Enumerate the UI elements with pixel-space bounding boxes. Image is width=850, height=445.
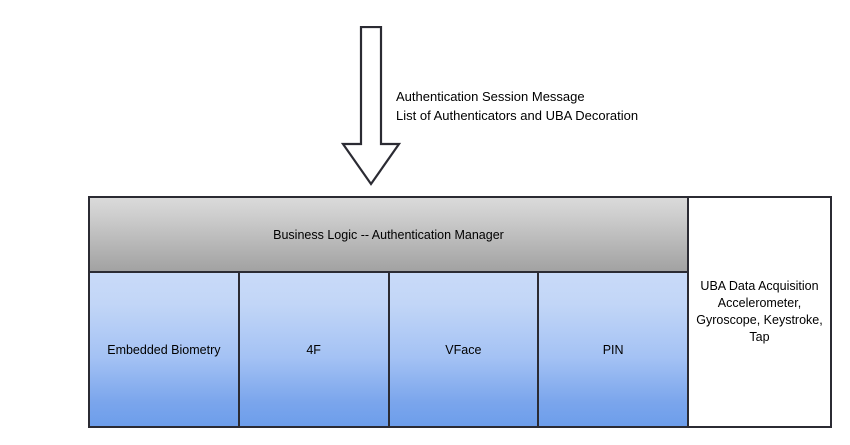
uba-label-line-2: Accelerometer, <box>717 296 802 310</box>
uba-label-line-3: Gyroscope, Keystroke, <box>696 313 823 327</box>
uba-data-acquisition-panel: UBA Data Acquisition Accelerometer, Gyro… <box>689 198 830 426</box>
uba-label-line-1: UBA Data Acquisition <box>700 279 819 293</box>
authenticator-cell-pin: PIN <box>539 273 687 426</box>
authenticator-cell-vface: VFace <box>389 273 540 426</box>
authenticator-label: VFace <box>445 342 482 357</box>
arrow-annotation-line-1: Authentication Session Message <box>396 89 585 104</box>
authenticator-label: PIN <box>602 342 624 357</box>
authenticator-cell-4f: 4F <box>239 273 390 426</box>
authenticator-row: Embedded Biometry 4F VFace PIN <box>90 273 687 426</box>
arrow-annotation: Authentication Session Message List of A… <box>396 87 638 125</box>
uba-panel-label: UBA Data Acquisition Accelerometer, Gyro… <box>690 278 828 346</box>
authenticator-label: Embedded Biometry <box>107 342 221 357</box>
authentication-stack: Business Logic -- Authentication Manager… <box>90 198 689 426</box>
authenticator-cell-embedded-biometry: Embedded Biometry <box>90 273 240 426</box>
downward-arrow-icon <box>340 26 402 186</box>
authenticator-label: 4F <box>306 342 321 357</box>
business-logic-label: Business Logic -- Authentication Manager <box>273 227 504 242</box>
uba-label-line-4: Tap <box>749 330 770 344</box>
business-logic-band: Business Logic -- Authentication Manager <box>90 198 687 273</box>
architecture-block-diagram: Business Logic -- Authentication Manager… <box>88 196 832 428</box>
arrow-annotation-line-2: List of Authenticators and UBA Decoratio… <box>396 108 639 123</box>
